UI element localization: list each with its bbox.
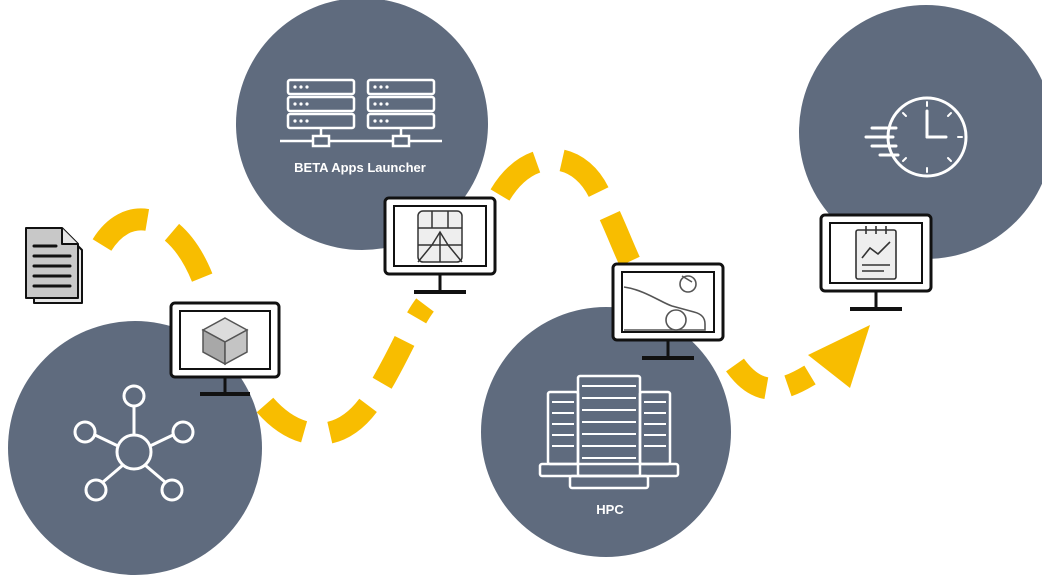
monitor-car-icon <box>611 262 725 360</box>
path-segment-2 <box>256 298 434 445</box>
workflow-path <box>92 148 816 445</box>
circle-hpc <box>481 307 731 557</box>
circle-launcher <box>236 0 488 250</box>
beta-apps-launcher-label: BETA Apps Launcher <box>294 160 426 175</box>
server-rack-pair-icon <box>280 78 442 148</box>
document-icon <box>25 227 83 304</box>
monitor-cube-icon <box>169 301 281 396</box>
circle-network <box>8 321 262 575</box>
path-segment-1 <box>92 208 216 289</box>
hpc-cluster-icon <box>538 374 680 490</box>
clock-speed-icon <box>864 96 968 178</box>
monitor-report-icon <box>819 213 933 311</box>
network-hub-icon <box>73 384 195 502</box>
path-segment-3 <box>490 148 640 267</box>
path-arrowhead <box>808 325 870 388</box>
monitor-mesh-icon <box>383 196 497 294</box>
hpc-label: HPC <box>596 502 624 517</box>
circle-clock <box>799 5 1042 259</box>
path-segment-4 <box>726 358 816 400</box>
